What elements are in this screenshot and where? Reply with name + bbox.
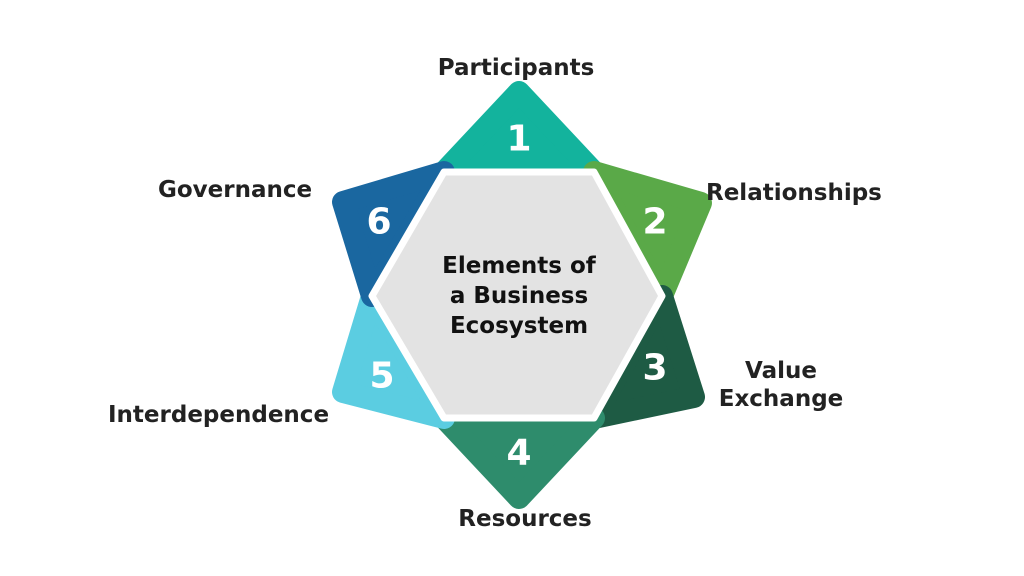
center-title: Elements of a Business Ecosystem: [409, 251, 629, 341]
element-number-2: 2: [642, 202, 667, 243]
label-line: Participants: [437, 55, 595, 81]
element-number-1: 1: [506, 119, 531, 160]
label-line: Relationships: [706, 180, 882, 206]
label-value-exchange: Value Exchange: [719, 358, 844, 413]
label-line: Exchange: [718, 385, 844, 412]
center-hexagon: [368, 168, 666, 422]
label-relationships: Relationships: [706, 180, 882, 208]
label-participants: Participants: [438, 55, 595, 83]
label-interdependence: Interdependence: [108, 402, 329, 430]
center-title-line: a Business: [449, 283, 589, 309]
center-title-line: Elements of: [442, 253, 596, 279]
element-number-3: 3: [642, 348, 667, 389]
label-governance: Governance: [158, 177, 312, 205]
label-line: Interdependence: [108, 402, 330, 428]
label-line: Resources: [458, 506, 592, 532]
element-number-4: 4: [506, 433, 531, 474]
label-resources: Resources: [458, 506, 591, 534]
element-number-6: 6: [366, 202, 391, 243]
center-title-line: Ecosystem: [449, 313, 589, 339]
label-line: Value: [745, 358, 817, 384]
label-line: Governance: [158, 177, 313, 203]
element-number-5: 5: [369, 356, 394, 397]
